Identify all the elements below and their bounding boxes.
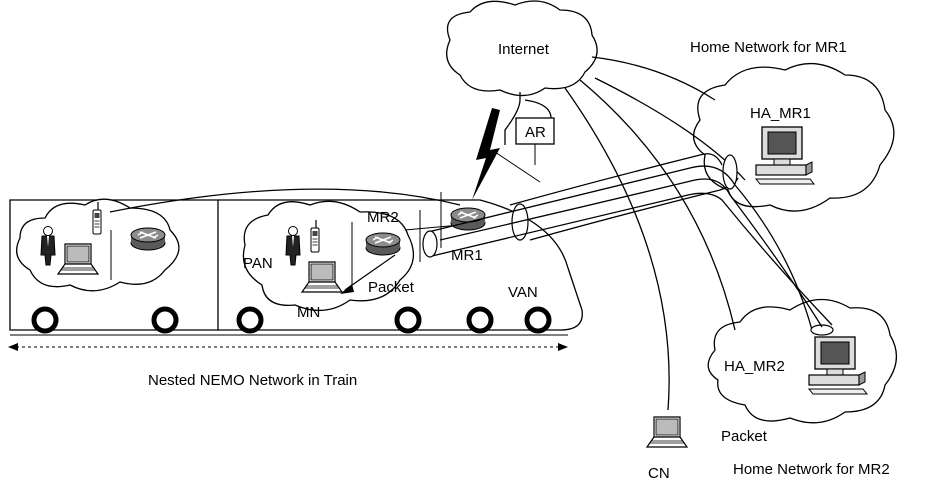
mr1-label: MR1 [451,247,483,264]
network-links [440,56,746,411]
laptop-icon [646,416,688,448]
van-link [109,188,461,213]
tunnel-icon [422,153,834,336]
wheel-icon [527,309,549,331]
packet-train-label: Packet [368,279,415,296]
lightning-icon [472,108,500,200]
mn-label: MN [297,304,320,321]
home-network-mr2-label: Home Network for MR2 [733,461,890,478]
ar-router-box [515,117,555,145]
train [9,199,583,336]
internet-cloud [446,0,598,97]
home-network-mr2-cloud [707,298,897,424]
internet-label: Internet [498,41,550,58]
van-label: VAN [508,284,538,301]
wheel-icon [239,309,261,331]
train-car-front [218,199,583,331]
nested-nemo-label: Nested NEMO Network in Train [148,372,357,389]
cloud-icon [16,198,180,292]
ha-mr1-label: HA_MR1 [750,105,811,122]
wheel-icon [34,309,56,331]
nested-nemo-span [8,343,568,351]
router-icon [365,232,401,256]
wheel-icon [154,309,176,331]
ha-mr2-label: HA_MR2 [724,358,785,375]
rear-car-cloud [16,198,180,292]
pan-cloud [242,200,461,312]
cn-label: CN [648,465,670,482]
mr2-label: MR2 [367,209,399,226]
cloud-icon [242,200,415,312]
home-network-mr1-label: Home Network for MR1 [690,39,847,56]
wheel-icon [397,309,419,331]
ar-label: AR [525,124,546,141]
wheel-icon [469,309,491,331]
home-network-mr1-cloud [693,62,895,212]
cloud-icon [446,0,598,97]
packet-cn-label: Packet [721,428,768,445]
router-icon [130,227,166,251]
pan-label: PAN [243,255,273,272]
